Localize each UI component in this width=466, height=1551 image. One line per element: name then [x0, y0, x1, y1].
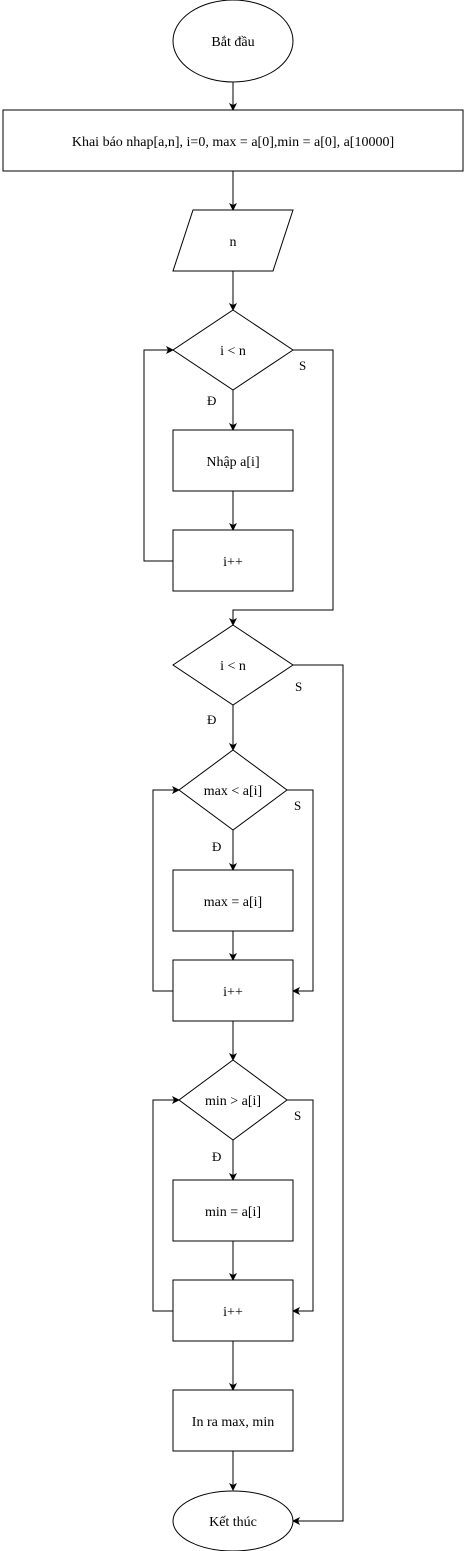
loop1-condition: i < n — [172, 309, 294, 391]
loop2-no-label: S — [295, 679, 302, 694]
min-increment: i++ — [172, 1279, 294, 1342]
loop1-cond-label: i < n — [220, 344, 246, 359]
input-ai-label: Nhập a[i] — [206, 455, 259, 470]
edge-mininc-back — [152, 1096, 180, 1312]
input-ai-process: Nhập a[i] — [172, 429, 294, 492]
max-inc-label: i++ — [223, 985, 243, 1000]
min-assign-label: min = a[i] — [205, 1205, 261, 1220]
min-inc-label: i++ — [223, 1305, 243, 1320]
output-label: In ra max, min — [192, 1415, 274, 1430]
input-n-node: n — [172, 209, 294, 272]
loop1-increment: i++ — [172, 529, 294, 592]
edge-labels: Đ S Đ S Đ S Đ S — [207, 358, 306, 1164]
loop2-cond-label: i < n — [220, 659, 246, 674]
edge-maxcond-no — [287, 789, 314, 995]
max-no-label: S — [294, 798, 301, 813]
input-n-label: n — [230, 235, 237, 250]
loop1-no-label: S — [299, 358, 306, 373]
output-process: In ra max, min — [172, 1389, 294, 1452]
min-yes-label: Đ — [212, 1149, 221, 1164]
start-label: Bắt đầu — [211, 35, 254, 50]
max-increment: i++ — [172, 959, 294, 1022]
end-node: Kết thúc — [172, 1490, 294, 1551]
edge-mincond-no — [287, 1099, 314, 1315]
edge-loop2-no — [292, 664, 344, 1525]
loop1-inc-label: i++ — [223, 555, 243, 570]
loop2-condition: i < n — [172, 624, 294, 706]
max-condition: max < a[i] — [178, 749, 288, 831]
edge-inc1-back — [143, 346, 174, 562]
start-node: Bắt đầu — [172, 0, 294, 83]
loop1-yes-label: Đ — [207, 393, 216, 408]
min-cond-label: min > a[i] — [205, 1094, 261, 1109]
connectors — [143, 82, 344, 1525]
min-assign-process: min = a[i] — [172, 1179, 294, 1242]
min-no-label: S — [294, 1108, 301, 1123]
max-assign-process: max = a[i] — [172, 869, 294, 932]
max-yes-label: Đ — [212, 839, 221, 854]
edge-maxinc-back — [152, 786, 180, 992]
max-assign-label: max = a[i] — [204, 895, 262, 910]
declare-process: Khai báo nhap[a,n], i=0, max = a[0],min … — [2, 109, 464, 172]
declare-label: Khai báo nhap[a,n], i=0, max = a[0],min … — [72, 135, 394, 150]
loop2-yes-label: Đ — [207, 712, 216, 727]
edge-loop1-no — [229, 349, 334, 626]
end-label: Kết thúc — [209, 1515, 257, 1530]
min-condition: min > a[i] — [178, 1059, 288, 1141]
max-cond-label: max < a[i] — [204, 784, 262, 799]
